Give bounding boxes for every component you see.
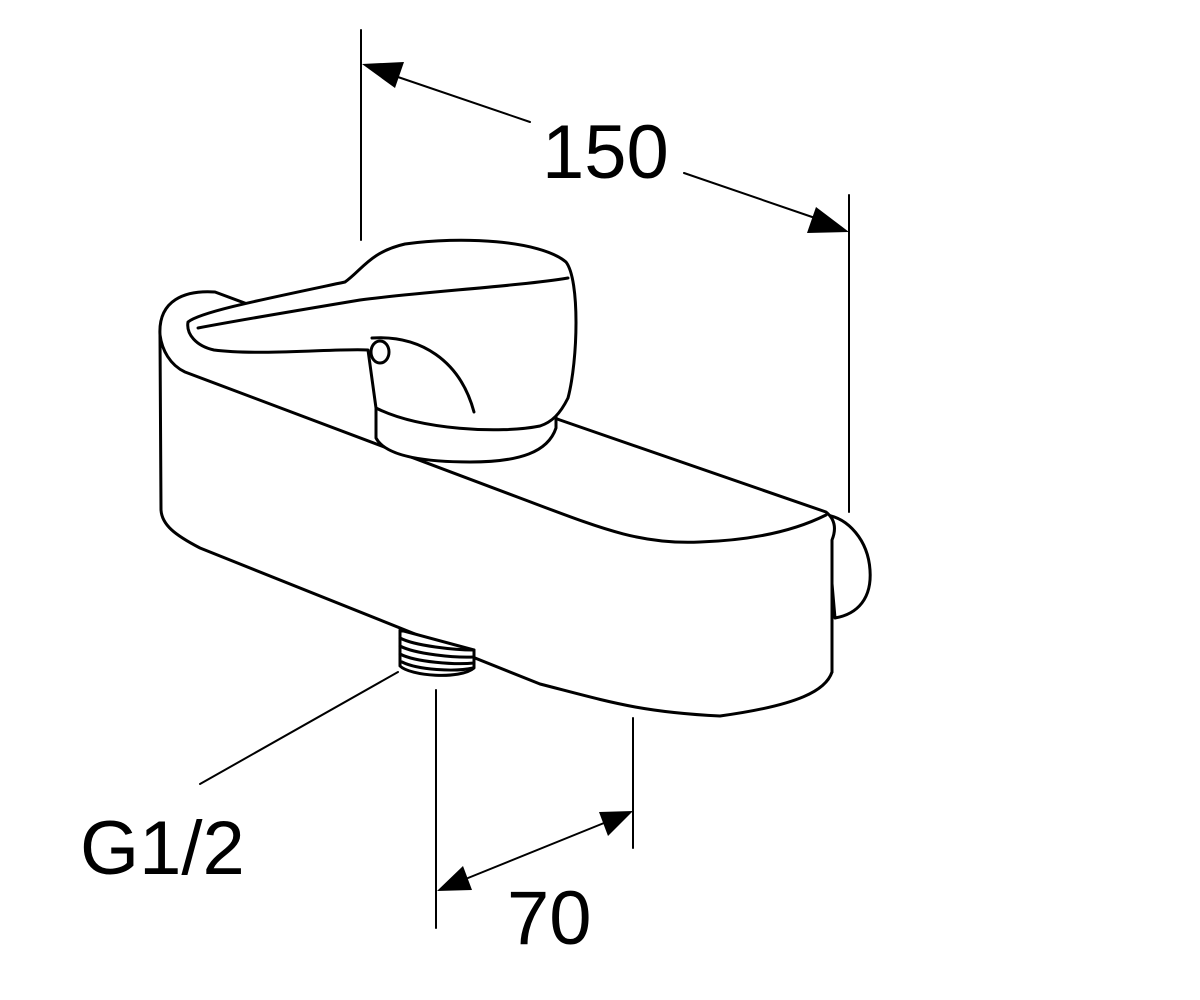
arrowhead-150-right: [807, 207, 849, 233]
pivot-hole: [369, 339, 391, 365]
arrowhead-70-left: [437, 866, 472, 891]
thread-ring-2: [398, 644, 476, 659]
arrowhead-150-left: [362, 62, 404, 88]
arrowhead-70-right: [599, 811, 633, 836]
body-shell: [158, 290, 836, 718]
dimension-label-70: 70: [507, 876, 592, 961]
thread-callout: G1/2: [80, 671, 399, 891]
thread-leader-line: [199, 671, 399, 785]
dimension-line-70: [467, 822, 605, 879]
thread-ring-1: [398, 636, 476, 652]
lever-top-face: [196, 276, 570, 330]
threaded-outlet: [398, 628, 476, 677]
thread-ring-4: [400, 660, 475, 672]
top-face-line: [158, 333, 828, 544]
dimension-line-150-right: [683, 172, 819, 220]
dimension-70: 70: [435, 689, 634, 961]
dimension-label-150: 150: [542, 110, 669, 195]
dimension-line-150-left: [394, 75, 531, 123]
lever-front-curve: [370, 336, 476, 414]
faucet-body: [158, 238, 872, 718]
end-cap: [824, 513, 872, 620]
thread-label: G1/2: [80, 806, 245, 891]
dimension-150: 150: [360, 29, 850, 513]
thread-ring-3: [398, 652, 476, 666]
